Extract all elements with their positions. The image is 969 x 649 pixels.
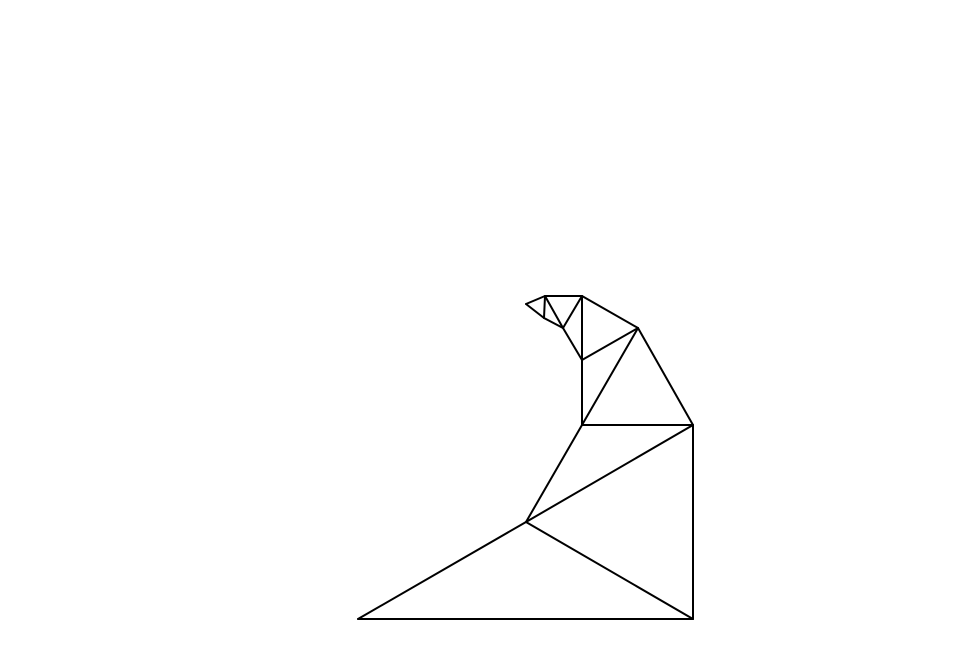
edge-segment-18	[543, 295, 546, 319]
edge-segment-13	[581, 295, 639, 329]
edge-segment-6	[525, 424, 583, 523]
edge-segment-5	[525, 424, 694, 523]
edge-segment-17	[544, 295, 564, 329]
edge-segment-15	[562, 295, 583, 329]
edge-segment-8	[637, 327, 694, 426]
edge-segment-21	[525, 303, 545, 319]
edge-segment-11	[581, 327, 639, 361]
edge-segment-14	[562, 327, 583, 361]
edge-segment-9	[581, 327, 639, 426]
edge-segment-2	[357, 521, 527, 620]
triangle-figure	[357, 295, 694, 620]
edge-segment-3	[525, 521, 694, 620]
edge-segment-19	[543, 317, 564, 329]
edge-segment-20	[525, 295, 546, 305]
